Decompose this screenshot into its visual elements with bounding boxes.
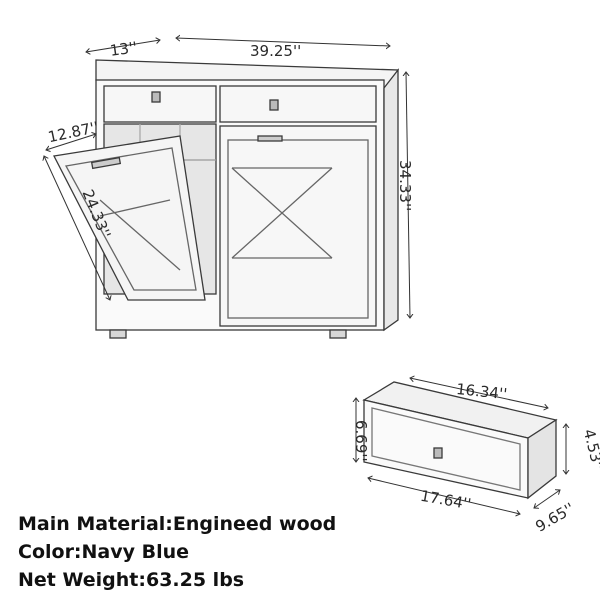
- cabinet-height-label: 34.33'': [396, 160, 414, 211]
- drawer-side: [527, 418, 557, 500]
- cabinet-drawer-right: [219, 85, 377, 123]
- cabinet-illustration: [53, 59, 400, 339]
- spec-material: Main Material:Engineed wood: [18, 513, 337, 535]
- drawer-depth-label: 4.53'': [580, 427, 600, 472]
- product-specs: Main Material:Engineed wood Color:Navy B…: [18, 510, 336, 594]
- cabinet-dimension-lines: [44, 38, 410, 318]
- drawer-height-label: 6.69'': [352, 420, 370, 462]
- door-width-label: 12.87'': [46, 118, 100, 146]
- cabinet-door-left-tilted: [53, 135, 206, 301]
- drawer-illustration: [362, 381, 558, 500]
- drawer-length-label: 16.34'': [455, 380, 508, 403]
- spec-color: Color:Navy Blue: [18, 541, 190, 563]
- drawer-front-width-label: 17.64'': [419, 487, 473, 514]
- cabinet-side: [383, 68, 399, 332]
- door-handle-right-icon: [257, 135, 283, 142]
- cabinet-width-label: 39.25'': [250, 42, 301, 60]
- cabinet-foot-right: [329, 329, 347, 339]
- spec-weight: Net Weight:63.25 lbs: [18, 569, 245, 591]
- drawer-knob-left-icon: [151, 91, 161, 103]
- drawer-dimension-lines: [356, 378, 566, 514]
- drawer-knob-right-icon: [269, 99, 279, 111]
- drawer-knob-icon: [433, 447, 443, 459]
- cabinet-depth-label: 13'': [109, 38, 139, 60]
- cabinet-door-right: [219, 125, 377, 327]
- cabinet-foot-left: [109, 329, 127, 339]
